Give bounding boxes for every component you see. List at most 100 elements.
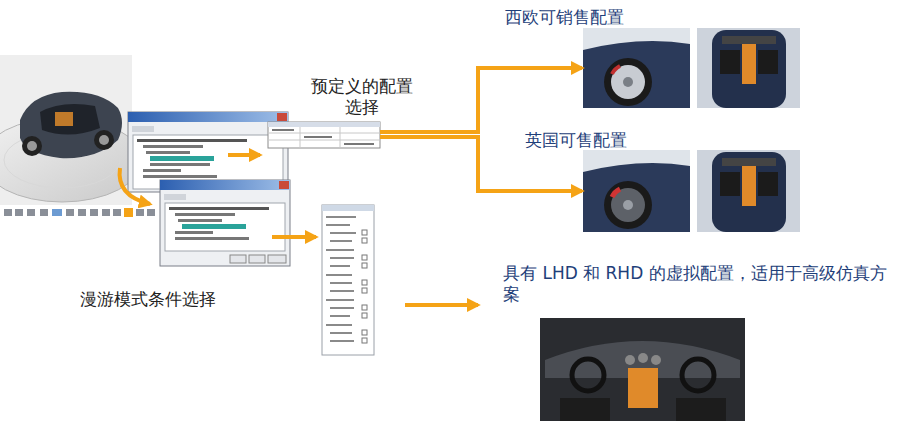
interior-image-part [572,359,604,391]
car-wheel-image-part [612,66,620,74]
filter-dialog-part [128,112,288,122]
criteria-panel-part-part [330,307,354,309]
config-heading: 西欧可销售配置 [505,7,705,28]
car-top-view-part [722,158,776,166]
step-label: 漫游模式条件选择 [80,289,216,310]
car-render-part [99,135,109,145]
step-heading: 预定义的配置 选择 [303,76,421,118]
car-wheel-image-part [612,189,620,197]
criteria-panel-part-part [362,305,367,310]
car-render-part [22,136,42,156]
criteria-panel-part-part [362,280,367,285]
car-top-view-part [712,30,786,108]
criteria-panel-part-part [330,232,356,234]
config-table-part [268,140,380,141]
config-table-part [304,136,332,138]
filter-dialog-part [164,194,186,200]
interior-image-part [682,359,714,391]
criteria-panel-part [322,205,374,211]
image-panel: 预定义的配置 选择 [268,122,380,148]
interior-image-part [651,355,661,365]
toolbar-icons-part [147,209,155,216]
image-panel: 具有 LHD 和 RHD 的虚拟配置，适用于高级仿真方案 [540,318,745,421]
filter-dialog-part [150,156,214,161]
criteria-panel-part [322,205,374,355]
interior-image-part [638,353,648,363]
car-wheel-image-part [611,188,645,222]
toolbar-icons-part [15,209,23,216]
car-top-view [697,28,800,108]
filter-dialog-part [165,203,285,251]
filter-dialog-part [146,151,190,154]
criteria-panel-part-part [330,282,352,284]
filter-dialog-part [175,213,235,216]
config-table [268,122,380,148]
car-top-view-part [758,50,778,74]
filter-dialog-part [182,224,246,229]
flow-arrow [120,155,478,305]
interior-image-part [676,398,726,421]
toolbar-icons-part [113,209,121,216]
config-table-part [340,127,341,148]
criteria-panel-part-part [326,324,352,326]
criteria-panel-part-part [330,257,354,259]
filter-dialog-part [137,139,247,142]
criteria-panel-part-part [362,288,367,293]
interior-image-part [628,368,658,408]
car-render-part [94,130,114,150]
car-wheel-image-part [583,163,690,232]
criteria-panel-part-part [330,340,354,342]
filter-dialog-part [279,181,289,189]
interior-image-part [540,318,745,421]
criteria-panel-part-part [330,265,350,267]
filter-dialog [160,180,290,266]
toolbar-icons [4,208,155,217]
car-top-view-part [742,166,756,206]
car-top-view-part [742,44,756,84]
car-wheel-image-part [583,150,690,232]
filter-dialog-part [160,180,290,190]
car-wheel-image [583,28,690,108]
toolbar-icons-part [52,209,62,216]
car-wheel-image [583,150,690,232]
criteria-panel-part-part [330,332,352,334]
flow-arrow-part [405,303,478,307]
filter-dialog-part [150,163,210,166]
car-render-part [55,112,73,126]
criteria-panel-part-part [330,240,352,242]
config-table-part [344,143,374,145]
criteria-panel-part-part [326,224,350,226]
toolbar-icons-part [136,209,144,216]
config-table-part [268,122,380,127]
interior-image-part [560,398,610,421]
config-table-part [268,122,380,148]
criteria-panel-part-part [326,249,354,251]
filter-dialog-part [277,113,287,121]
filter-dialog-part [132,126,154,132]
car-render-part [20,92,122,158]
car-render-part [27,141,37,151]
car-top-view [697,150,800,232]
criteria-panel-part [326,216,356,342]
filter-dialog-part [175,231,213,234]
filter-dialog-part [249,255,265,263]
car-top-view-part [697,28,800,108]
car-wheel-image-part [583,28,690,108]
toolbar-icons-part [124,208,133,217]
toolbar-icons-part [4,209,12,216]
criteria-panel-part-part [326,274,352,276]
car-render-part [40,104,100,135]
car-wheel-image-part [611,65,645,99]
filter-dialog-part [175,237,249,240]
flow-arrow-part [228,153,260,157]
criteria-panel-part-part [330,290,354,292]
toolbar-icons-part [27,209,35,216]
flow-arrow-part [120,168,150,204]
toolbar-icons-part [78,209,86,216]
car-top-view-part [720,50,740,74]
criteria-panel-part [362,230,367,343]
car-top-view-part [722,36,776,44]
criteria-panel-part-part [362,230,367,235]
toolbar-icons-part [102,209,110,216]
criteria-panel-part-part [362,313,367,318]
